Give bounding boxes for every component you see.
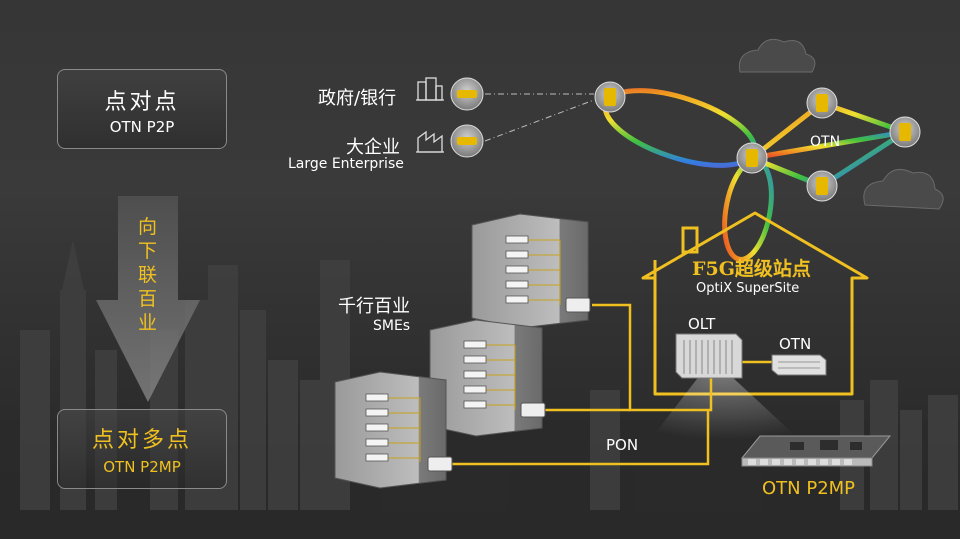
sme-building xyxy=(471,213,591,329)
otn-node xyxy=(594,81,626,113)
arrow-text-0: 向 xyxy=(138,216,158,238)
otn-node xyxy=(889,116,921,148)
network-node xyxy=(450,124,484,158)
arrow-text-4: 业 xyxy=(138,312,158,334)
otn-ring-label: OTN xyxy=(810,134,841,150)
p2mp-subtitle: OTN P2MP xyxy=(103,458,181,476)
p2mp-title: 点对多点 xyxy=(91,428,192,453)
p2mp-box: 点对多点 OTN P2MP xyxy=(57,409,227,489)
site-subtitle: OptiX SuperSite xyxy=(696,281,800,296)
olt-device xyxy=(675,333,743,379)
factory-icon xyxy=(416,130,444,153)
sme-building xyxy=(334,371,453,489)
arrow-text-1: 下 xyxy=(138,240,158,262)
otn-device-label: OTN xyxy=(779,335,812,353)
otn-ring xyxy=(602,88,911,262)
otn-device xyxy=(771,354,827,376)
network-node xyxy=(450,77,484,111)
enterprise-label-en: Large Enterprise xyxy=(288,156,404,172)
arrow-text-2: 联 xyxy=(138,264,158,286)
otn-node xyxy=(806,170,838,202)
down-arrow xyxy=(96,196,200,402)
p2p-box: 点对点 OTN P2P xyxy=(57,69,227,149)
building-icon xyxy=(416,77,444,101)
olt-label: OLT xyxy=(688,315,716,333)
smes-label-en: SMEs xyxy=(373,318,411,334)
board-label: OTN P2MP xyxy=(762,478,856,499)
sme-building xyxy=(429,319,546,437)
smes-label-cn: 千行百业 xyxy=(338,296,410,317)
otn-node xyxy=(806,87,838,119)
otn-node xyxy=(736,142,768,174)
otn-board xyxy=(740,435,892,467)
cloud-icon xyxy=(863,168,944,210)
site-title: F5G超级站点 xyxy=(692,258,811,280)
pon-label: PON xyxy=(606,436,639,454)
fiber-lines xyxy=(452,303,772,466)
p2p-subtitle: OTN P2P xyxy=(109,118,175,136)
dashed-links xyxy=(484,93,595,142)
cloud-icon xyxy=(738,38,816,73)
arrow-text-3: 百 xyxy=(138,288,158,310)
enterprise-label-cn: 大企业 xyxy=(346,137,400,158)
government-label: 政府/银行 xyxy=(318,88,397,109)
p2p-title: 点对点 xyxy=(104,90,180,115)
